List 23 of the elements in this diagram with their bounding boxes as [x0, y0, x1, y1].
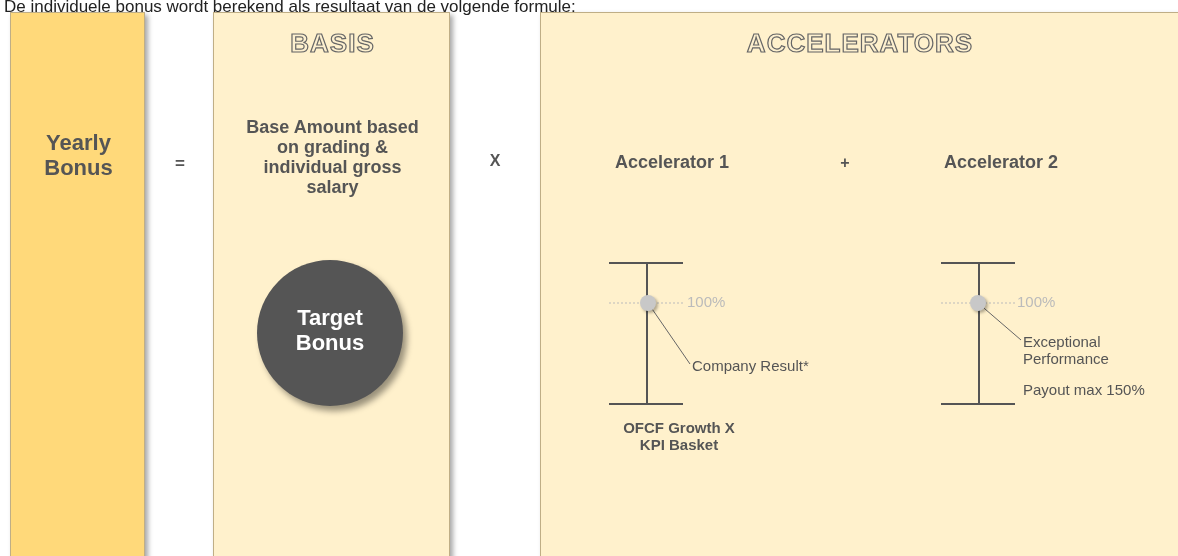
- operator-symbol: +: [839, 154, 851, 172]
- panel-label: Yearly Bonus: [43, 131, 114, 181]
- callout-text: Company Result*: [692, 358, 852, 375]
- leader-line: [652, 309, 691, 365]
- column-heading: Accelerator 2: [944, 152, 1060, 173]
- leader-line: [983, 307, 1022, 341]
- panel-heading: ACCELERATORS: [745, 29, 975, 59]
- circle-label: Target Bonus: [294, 306, 366, 356]
- accelerators-panel: [540, 12, 1178, 556]
- bonus-panel: [10, 12, 145, 556]
- panel-heading: BASIS: [289, 29, 376, 59]
- scale-label: 100%: [1017, 293, 1057, 310]
- scale-label: 100%: [687, 293, 727, 310]
- marker-dot: [970, 295, 986, 311]
- panel-text: Base Amount based on grading & individual gross salary: [245, 117, 420, 198]
- callout-text: Exceptional Performance: [1023, 334, 1143, 367]
- marker-dot: [640, 295, 656, 311]
- column-heading: Accelerator 1: [615, 152, 731, 173]
- heading-text: De individuele bonus wordt berekend als resultaat van de volgende formule:: [4, 0, 576, 17]
- scale-caption: OFCF Growth X KPI Basket: [622, 419, 736, 454]
- operator-symbol: =: [174, 154, 186, 174]
- operator-symbol: X: [488, 152, 502, 170]
- note-text: Payout max 150%: [1023, 381, 1146, 398]
